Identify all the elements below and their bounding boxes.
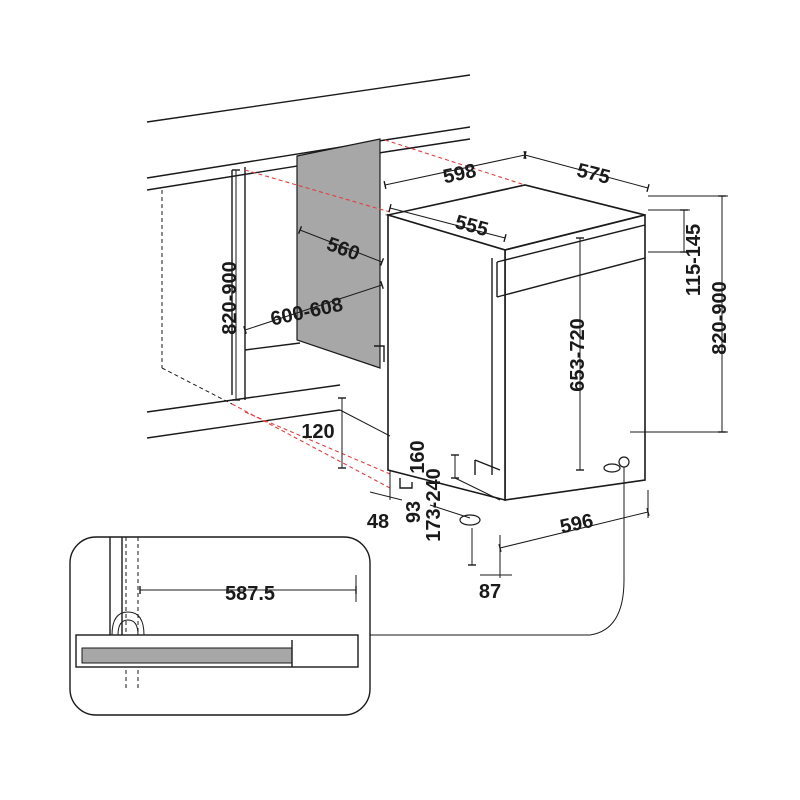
label-plinth-range: 173-240: [423, 468, 445, 541]
label-body-height: 653-720: [567, 318, 589, 391]
label-detail-width: 587.5: [225, 583, 275, 605]
label-foot-offset: 87: [479, 581, 501, 603]
label-base-width: 596: [558, 510, 595, 538]
detail-inset: [69, 536, 371, 716]
label-total-height: 820-900: [709, 281, 731, 354]
label-foot-height: 160: [407, 440, 429, 473]
front-foot: [459, 514, 481, 526]
detail-callout-line: [370, 467, 625, 636]
label-plinth-offset: 48: [367, 511, 389, 533]
label-door-recess: 93: [403, 501, 425, 523]
label-top-depth: 575: [575, 159, 613, 188]
rear-foot: [603, 463, 621, 473]
hose-outlet: [618, 456, 630, 468]
label-cabinet-height: 820-900: [219, 261, 241, 334]
detail-plinth-panel: [81, 647, 293, 664]
label-plinth-height: 120: [301, 421, 334, 443]
dimension-lines: [232, 150, 728, 578]
label-top-panel-height: 115-145: [683, 224, 705, 296]
label-top-width: 598: [441, 160, 478, 188]
dishwasher-body: [384, 184, 646, 526]
